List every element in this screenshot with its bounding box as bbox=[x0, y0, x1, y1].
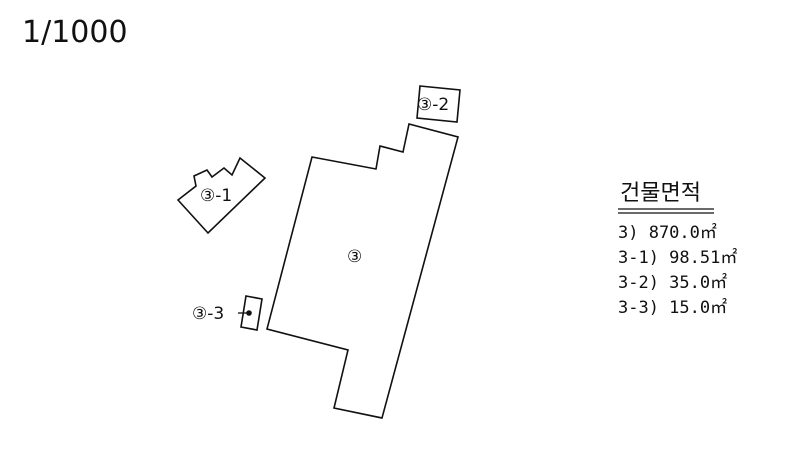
legend-row: 3-1) 98.51㎡ bbox=[618, 248, 737, 268]
building-3-2: ③-2 bbox=[416, 85, 461, 123]
building-3-3-label: ③-3 bbox=[192, 304, 224, 324]
scale-label: 1/1000 bbox=[22, 15, 128, 50]
legend-title: 건물면적 bbox=[620, 181, 701, 206]
building-3-outline bbox=[266, 123, 459, 419]
building-3-1-outline bbox=[176, 156, 267, 235]
building-3-3-outline bbox=[240, 295, 263, 331]
building-3-2-label: ③-2 bbox=[417, 95, 449, 115]
legend-row: 3-3) 15.0㎡ bbox=[618, 298, 727, 318]
building-3-3-marker bbox=[246, 310, 252, 316]
building-3-1: ③-1 bbox=[176, 156, 267, 235]
building-3-2-outline bbox=[416, 85, 461, 123]
building-3: ③ bbox=[266, 123, 459, 419]
legend-row: 3) 870.0㎡ bbox=[618, 223, 717, 243]
building-3-3: ③-3 bbox=[192, 295, 263, 331]
area-legend: 건물면적 3) 870.0㎡ 3-1) 98.51㎡ 3-2) 35.0㎡ 3-… bbox=[618, 181, 737, 318]
building-3-1-label: ③-1 bbox=[200, 186, 232, 206]
building-3-label: ③ bbox=[347, 247, 362, 267]
legend-row: 3-2) 35.0㎡ bbox=[618, 273, 727, 293]
